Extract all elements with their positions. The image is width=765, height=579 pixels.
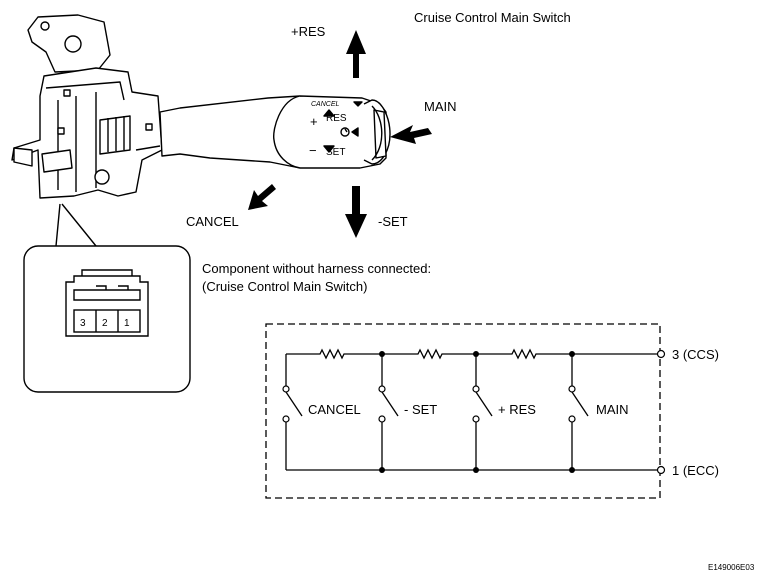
- connector-pin-3: 3: [80, 318, 86, 329]
- lever-minus-mark: −: [309, 143, 317, 158]
- set-arrow-label: -SET: [378, 214, 408, 229]
- lever-plus-mark: +: [310, 114, 318, 129]
- circuit-diagram: [265, 323, 661, 499]
- switch-body-illustration: [11, 14, 163, 199]
- terminal-3-ccs: [656, 349, 666, 359]
- connector-callout: [23, 203, 191, 393]
- terminal-bottom-label: 1 (ECC): [672, 463, 719, 478]
- terminal-1-ecc: [656, 465, 666, 475]
- connector-caption-line1: Component without harness connected:: [202, 261, 431, 276]
- res-arrow-icon: [346, 30, 366, 78]
- lever-res-mark: RES: [326, 113, 347, 124]
- connector-pin-2: 2: [102, 318, 108, 329]
- lever-cancel-mark: CANCEL: [311, 101, 340, 108]
- diagram-title: Cruise Control Main Switch: [414, 10, 571, 25]
- circuit-switch-main: MAIN: [596, 402, 629, 417]
- cancel-arrow-icon: [248, 184, 276, 210]
- circuit-junctions: [379, 351, 575, 473]
- lever-set-mark: SET: [326, 147, 345, 158]
- circuit-switch-res: + RES: [498, 402, 536, 417]
- res-arrow-label: +RES: [291, 24, 326, 39]
- main-arrow-icon: [390, 125, 432, 144]
- connector-pin-1: 1: [124, 318, 130, 329]
- figure-code: E149006E03: [708, 563, 755, 572]
- circuit-switch-set: - SET: [404, 402, 437, 417]
- cancel-arrow-label: CANCEL: [186, 214, 239, 229]
- circuit-contacts: [282, 349, 666, 475]
- cruise-lever: [159, 95, 391, 169]
- terminal-top-label: 3 (CCS): [672, 347, 719, 362]
- connector-caption-line2: (Cruise Control Main Switch): [202, 279, 367, 294]
- main-arrow-label: MAIN: [424, 99, 457, 114]
- circuit-switch-cancel: CANCEL: [308, 402, 361, 417]
- set-arrow-icon: [345, 186, 367, 238]
